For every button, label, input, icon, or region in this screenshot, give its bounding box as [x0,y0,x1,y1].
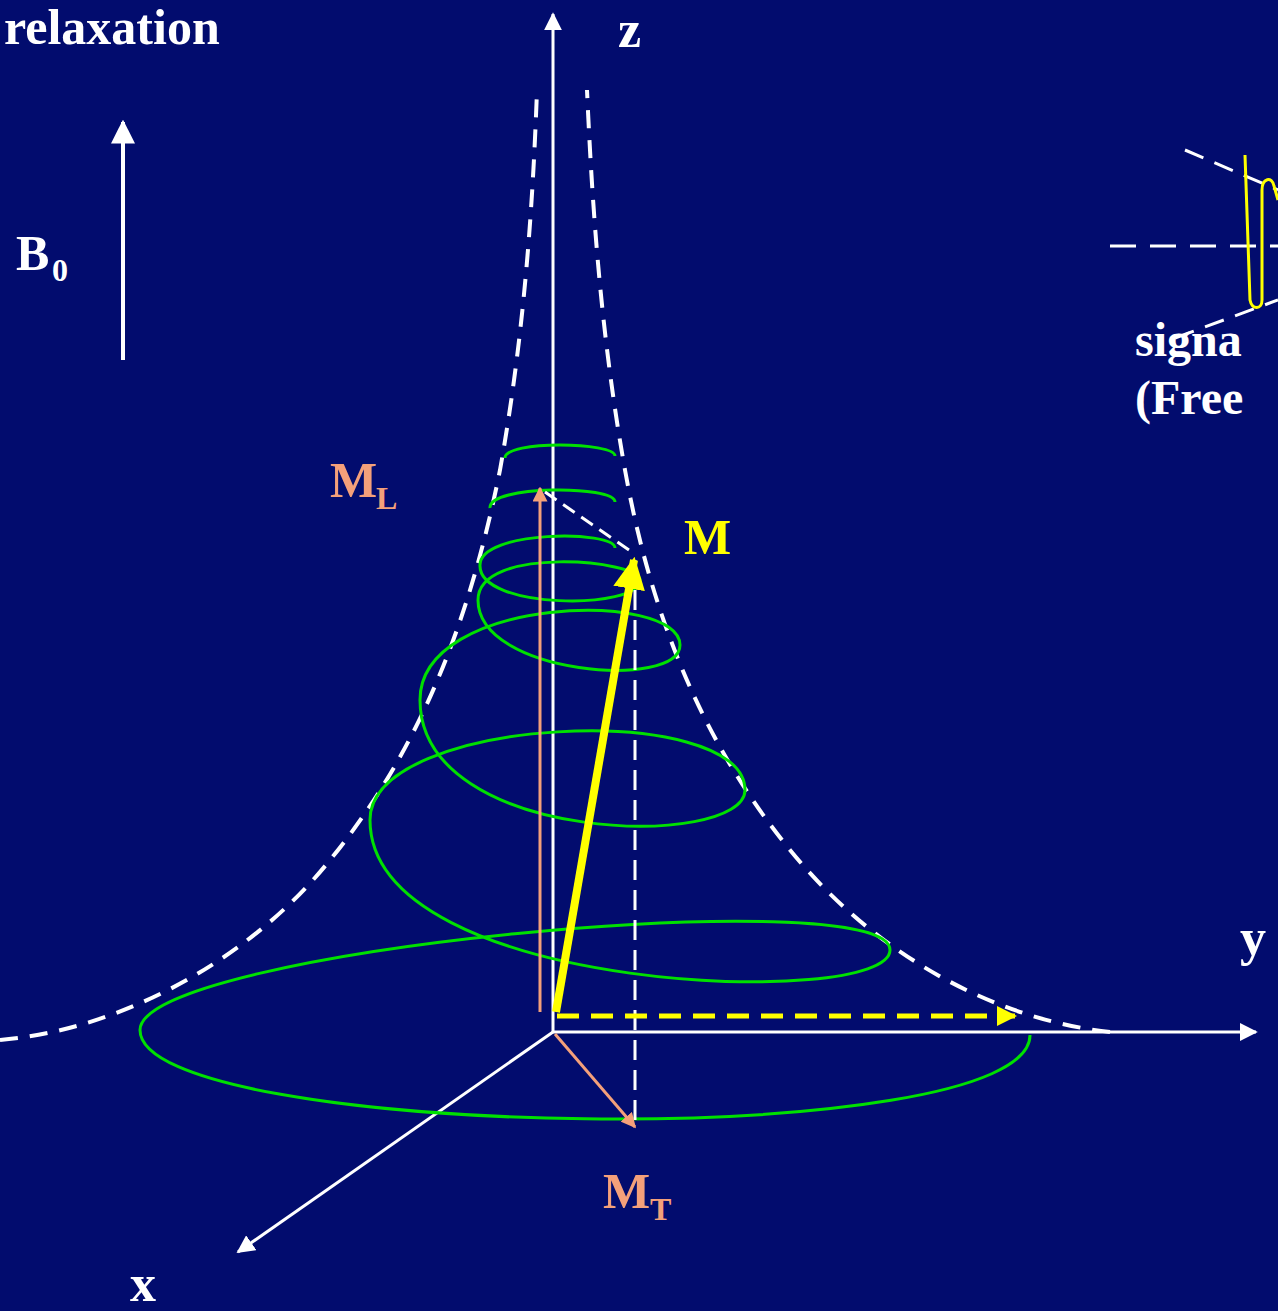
axis-label: y [1240,912,1266,964]
magnetization-vector [556,560,634,1012]
vector-subscript: T [650,1193,671,1225]
decay-envelope [587,90,1110,1032]
projection-line [545,492,632,552]
transverse-vector [555,1034,635,1127]
field-label: B [16,228,49,278]
z-axis [552,14,555,1032]
vector-label: M [330,455,377,505]
title: relaxation [4,2,220,52]
signal-baseline [1110,245,1278,248]
projection-line [634,560,637,1125]
transverse-projection [557,1014,1015,1019]
vector-label: M [603,1166,650,1216]
signal-label: (Free [1135,374,1243,422]
vector-label: M [684,512,731,562]
fid-signal [1245,155,1278,308]
field-arrow [121,122,125,360]
decay-envelope [0,90,537,1040]
longitudinal-vector [539,488,542,1012]
axis-label: z [618,4,641,56]
y-axis [553,1031,1256,1034]
vector-subscript: L [376,482,397,514]
precession-spiral [140,536,1030,1119]
axis-label: x [130,1258,156,1310]
x-axis [238,1032,553,1252]
signal-label: signa [1135,316,1242,364]
precession-spiral [505,445,615,458]
field-subscript: 0 [52,254,68,286]
